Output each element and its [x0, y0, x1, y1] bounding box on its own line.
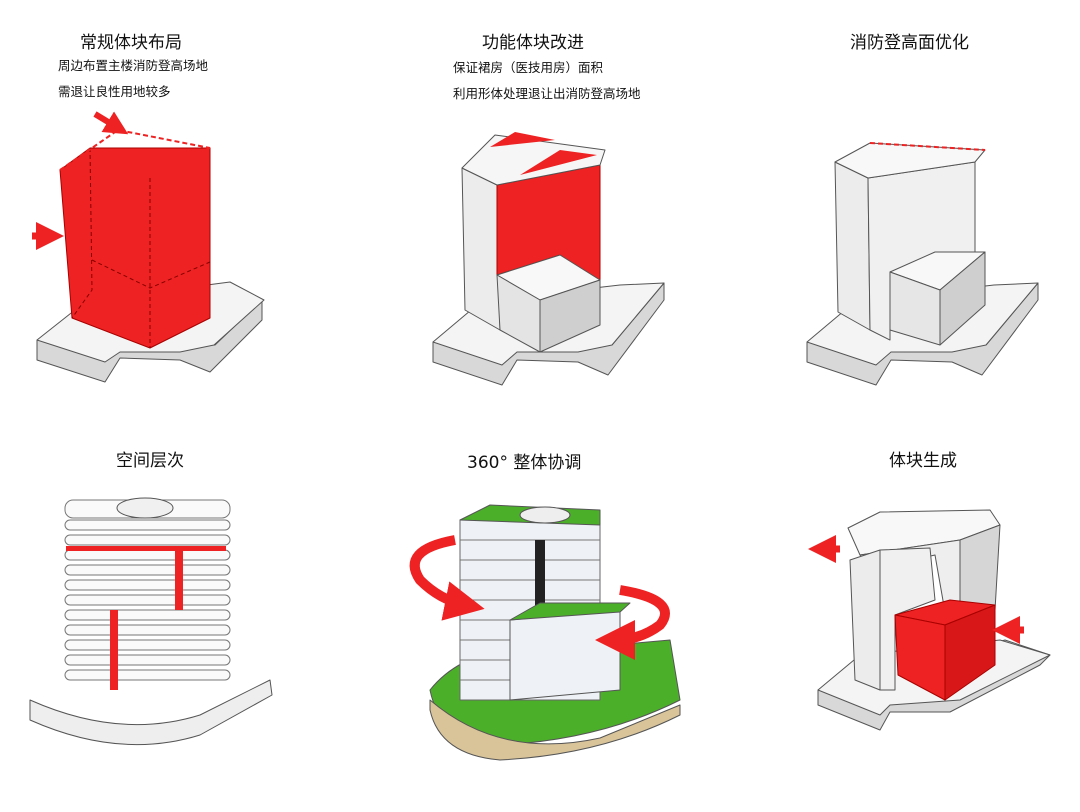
panel-5-title: 360° 整体协调: [467, 453, 582, 473]
panel-1-diagram: [32, 111, 265, 383]
panel-2-note-1: 保证裙房（医技用房）面积: [453, 60, 604, 75]
panel-4-title: 空间层次: [116, 451, 184, 471]
rotate-arrow-right: [595, 585, 670, 660]
panel-3-title: 消防登高面优化: [850, 33, 969, 53]
panel-1-note-2: 需退让良性用地较多: [58, 84, 171, 99]
panel-3-diagram: [806, 142, 1039, 386]
panel-5-diagram: [409, 504, 681, 761]
panel-1-title: 常规体块布局: [80, 33, 182, 53]
panel-2-note-2: 利用形体处理退让出消防登高场地: [453, 86, 641, 101]
panel-2-title: 功能体块改进: [482, 33, 584, 53]
panel-2-diagram: [432, 132, 665, 386]
rotate-arrow-left: [409, 535, 485, 621]
panel-4-diagram: [29, 497, 273, 746]
panel-1-note-1: 周边布置主楼消防登高场地: [58, 58, 209, 73]
panel-6-diagram: [808, 509, 1051, 731]
red-tower-mass: [59, 147, 211, 349]
arrow-icon: [93, 111, 129, 135]
panel-6-title: 体块生成: [889, 451, 957, 471]
